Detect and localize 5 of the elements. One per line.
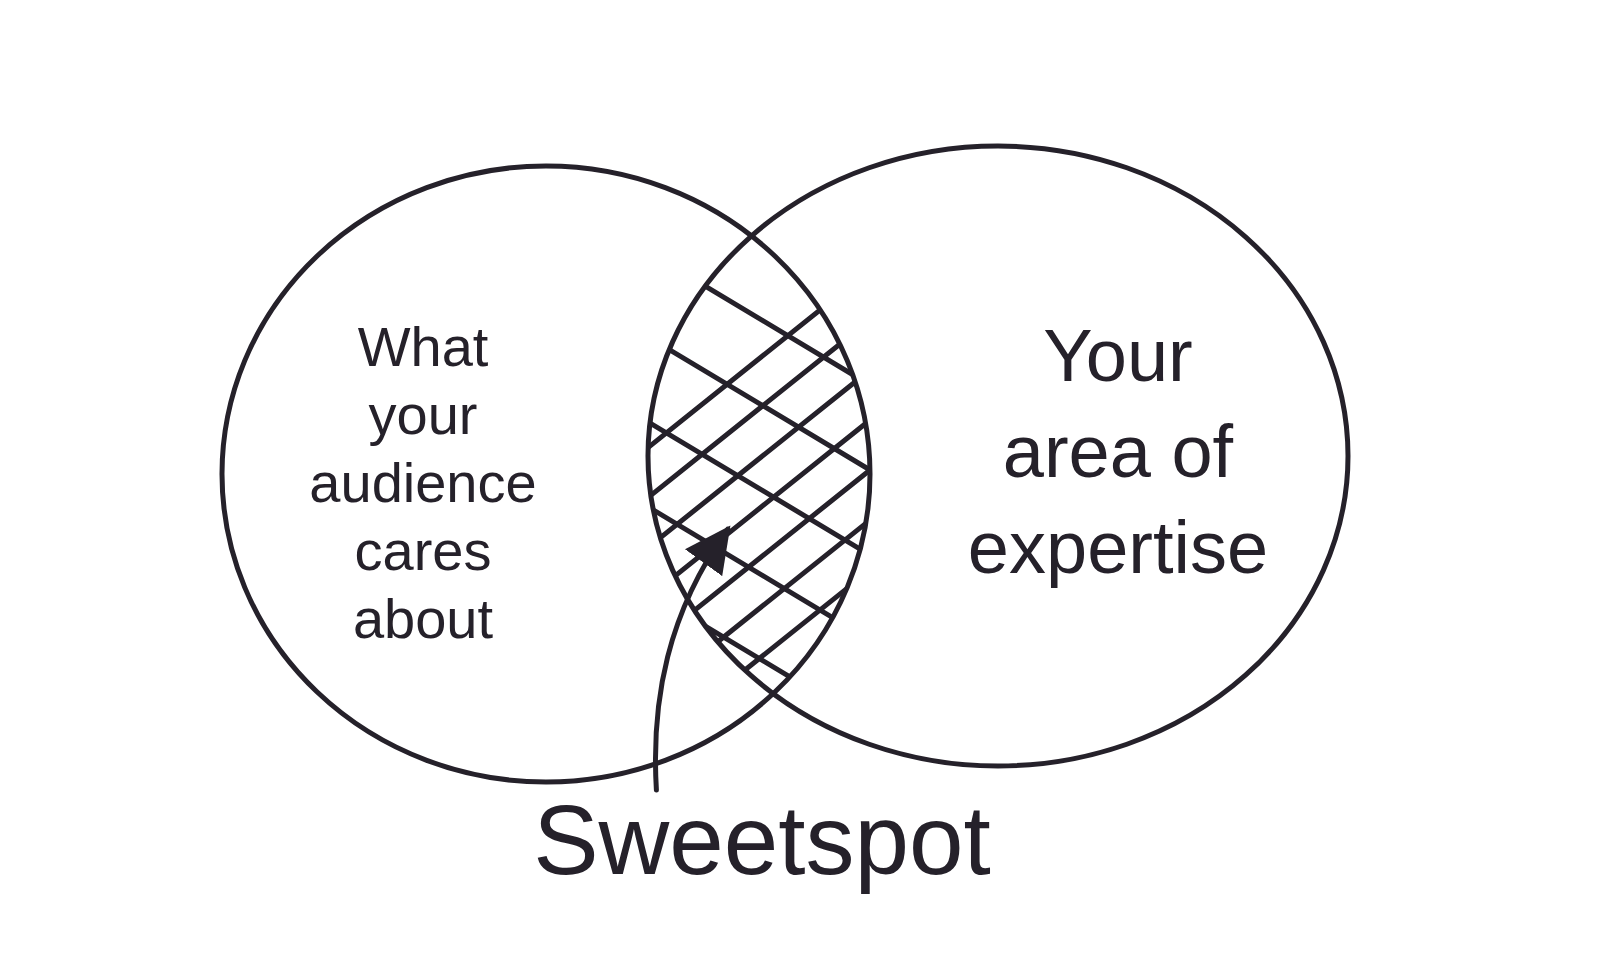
circle-label: What your audience cares about bbox=[308, 314, 538, 652]
leader-arrow bbox=[653, 525, 731, 793]
circle-label: Your area of expertise bbox=[966, 313, 1270, 591]
venn-circle bbox=[645, 143, 1351, 769]
venn-circle bbox=[219, 163, 873, 785]
